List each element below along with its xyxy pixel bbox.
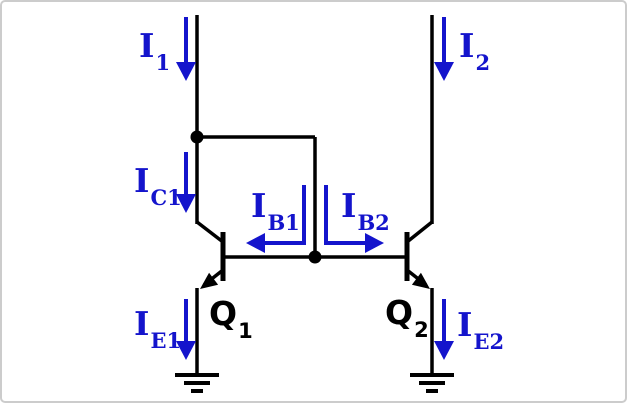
ic1-arrowhead (176, 194, 196, 213)
label-q1: Q1 (209, 294, 253, 342)
collector-junction-dot (190, 130, 204, 144)
ie1-arrowhead (176, 341, 196, 360)
label-i2-main: I (459, 26, 475, 65)
current-arrow-ib2 (324, 185, 384, 253)
q2-emitter-arrowhead (411, 272, 430, 289)
ib2-arrow-shaft (324, 185, 365, 245)
q2-ground-symbol (410, 373, 454, 393)
label-ie1-sub: E1 (150, 328, 182, 353)
label-ib1-sub: B1 (267, 210, 300, 235)
q1-ground-symbol (175, 373, 219, 393)
current-arrow-i2 (434, 17, 454, 81)
label-ib2-sub: B2 (357, 210, 390, 235)
label-ic1: IC1 (134, 161, 182, 208)
label-ie2-sub: E2 (473, 329, 505, 354)
label-ib1-main: I (251, 186, 267, 225)
label-ic1-main: I (134, 161, 150, 200)
base-junction-dot (308, 250, 322, 264)
label-i1-sub: 1 (155, 50, 171, 75)
q2-collector-lead (405, 220, 434, 244)
ib1-arrowhead (246, 233, 265, 253)
label-ie2: IE2 (457, 305, 504, 352)
label-q1-main: Q (209, 294, 238, 333)
label-i2: I2 (459, 26, 490, 73)
q1-emitter-arrowhead (200, 272, 219, 289)
label-q1-sub: 1 (238, 319, 253, 343)
ib1-arrow-shaft (265, 185, 306, 245)
label-i1: I1 (139, 26, 170, 73)
label-i1-main: I (139, 26, 155, 65)
label-ib1: IB1 (251, 186, 300, 233)
label-ib2: IB2 (341, 186, 390, 233)
current-arrow-ic1 (176, 152, 196, 213)
q1-collector-lead (195, 220, 225, 244)
label-q2-sub: 2 (414, 318, 429, 342)
ie2-arrowhead (434, 341, 454, 360)
label-ie1: IE1 (134, 304, 181, 351)
label-ie1-main: I (134, 304, 150, 343)
current-arrow-i1 (176, 17, 196, 81)
label-ic1-sub: C1 (150, 185, 182, 210)
current-arrow-ie2 (434, 299, 454, 360)
label-q2: Q2 (385, 293, 429, 341)
label-ib2-main: I (341, 186, 357, 225)
label-ie2-main: I (457, 305, 473, 344)
i1-arrowhead (176, 62, 196, 81)
i2-arrowhead (434, 62, 454, 81)
ib2-arrowhead (365, 233, 384, 253)
current-arrow-ib1 (246, 185, 306, 253)
label-i2-sub: 2 (475, 50, 491, 75)
label-q2-main: Q (385, 293, 414, 332)
current-arrow-ie1 (176, 299, 196, 360)
